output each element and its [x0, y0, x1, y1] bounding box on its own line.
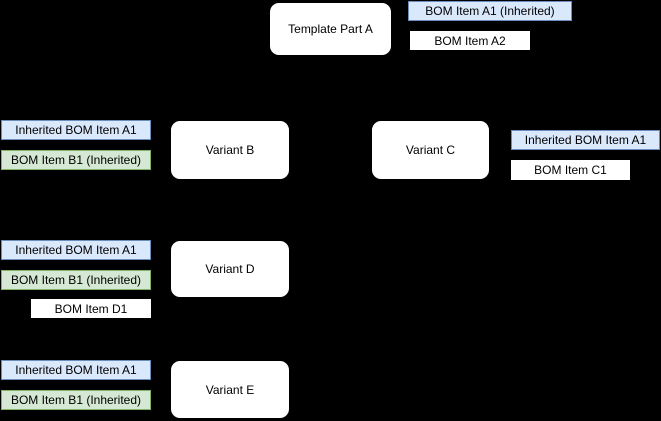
variant-e-node: Variant E [170, 360, 290, 419]
variant-c-inherited-bom-item-a1-badge: Inherited BOM Item A1 [511, 130, 660, 150]
bom-item-a2-badge: BOM Item A2 [410, 31, 530, 50]
variant-b-inherited-bom-item-a1-badge: Inherited BOM Item A1 [1, 120, 151, 140]
variant-c-node: Variant C [371, 120, 490, 180]
variant-b-bom-item-b1-inherited-badge: BOM Item B1 (Inherited) [1, 150, 151, 170]
variant-d-bom-item-d1-badge: BOM Item D1 [31, 299, 151, 318]
variant-c-bom-item-c1-badge: BOM Item C1 [511, 160, 630, 180]
variant-e-inherited-bom-item-a1-badge: Inherited BOM Item A1 [1, 360, 151, 380]
template-part-a-node: Template Part A [269, 2, 392, 56]
variant-d-bom-item-b1-inherited-badge: BOM Item B1 (Inherited) [1, 270, 151, 290]
bom-item-a1-inherited-badge: BOM Item A1 (Inherited) [408, 1, 572, 21]
variant-e-bom-item-b1-inherited-badge: BOM Item B1 (Inherited) [1, 390, 151, 410]
variant-d-node: Variant D [170, 240, 290, 298]
variant-b-node: Variant B [170, 120, 290, 180]
variant-d-inherited-bom-item-a1-badge: Inherited BOM Item A1 [1, 240, 151, 260]
